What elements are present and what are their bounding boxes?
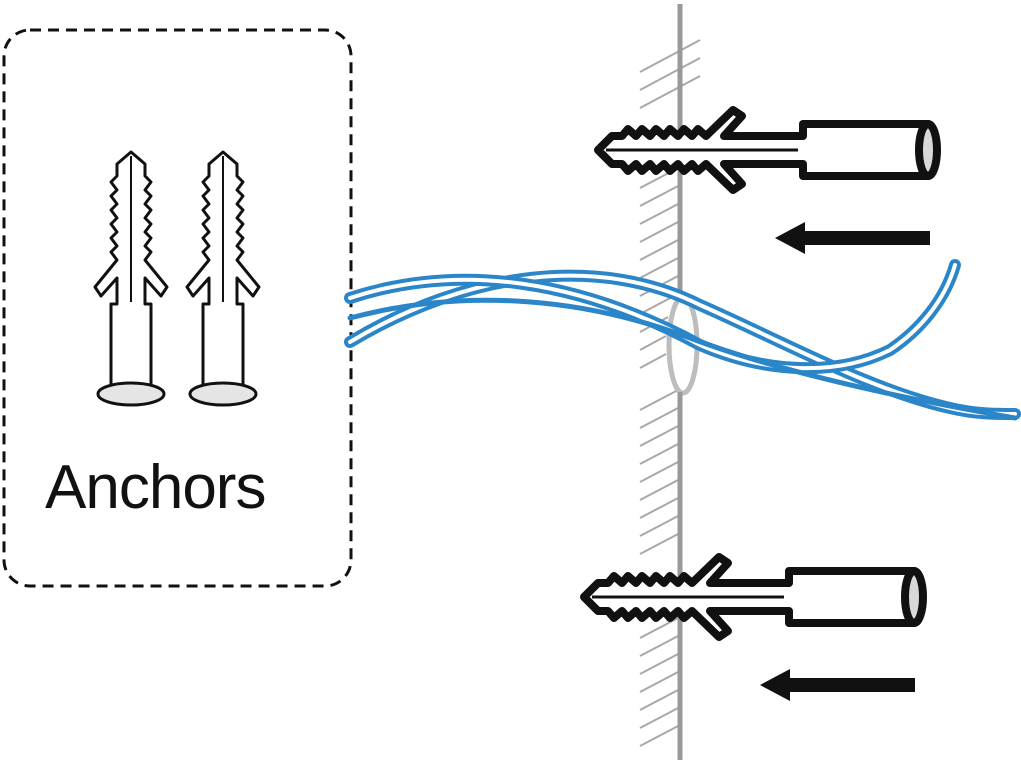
arrow-top-left-icon: [775, 222, 930, 254]
anchor-bottom-icon: [584, 557, 923, 637]
legend-anchor-right-icon: [185, 150, 261, 407]
legend-anchor-left-icon: [93, 150, 169, 407]
arrow-bottom-left-icon: [760, 669, 915, 701]
anchor-top-icon: [598, 110, 937, 190]
legend-label: Anchors: [45, 453, 266, 522]
legend-box: [2, 28, 353, 588]
wire-cable: [344, 259, 1021, 421]
